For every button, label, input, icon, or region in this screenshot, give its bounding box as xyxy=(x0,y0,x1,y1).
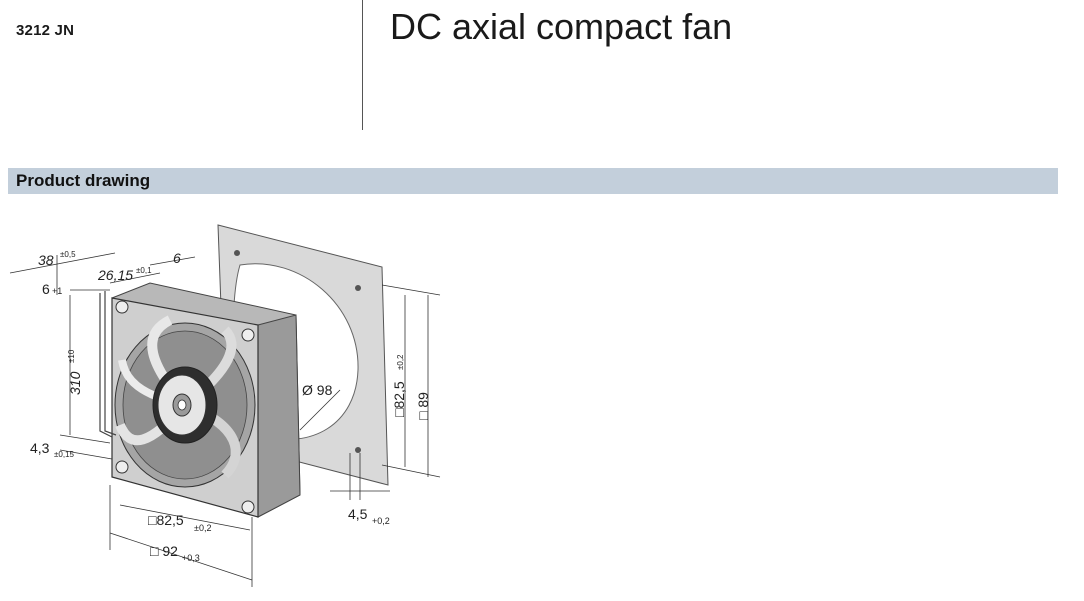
dim-panel-hole: 4,5 xyxy=(348,506,368,522)
dim-hole-spacing-tol: ±0,2 xyxy=(194,523,211,533)
model-number: 3212 JN xyxy=(16,22,75,39)
dim-lead-length: 310 xyxy=(67,371,83,395)
dim-lead-length-tol: ±10 xyxy=(67,349,76,363)
dim-panel-hole-spacing-tol: ±0,2 xyxy=(396,354,405,370)
section-header: Product drawing xyxy=(8,168,1058,194)
dim-depth-tol: ±0,5 xyxy=(60,250,76,259)
fan-housing xyxy=(111,282,301,518)
dim-hole-height: 4,3 xyxy=(30,440,50,456)
dim-hole-spacing: □82,5 xyxy=(148,512,184,528)
dim-panel-hole-tol: +0,2 xyxy=(372,516,390,526)
page-title: DC axial compact fan xyxy=(390,6,733,47)
dim-lead-offset: 6 xyxy=(42,281,50,297)
header-divider xyxy=(362,0,363,130)
dim-depth: 38 xyxy=(38,252,54,268)
dimension-lines xyxy=(9,252,441,587)
dim-body-tol: ±0,1 xyxy=(136,266,152,275)
dim-hole-height-tol: ±0,15 xyxy=(54,450,75,459)
dim-body: 26,15 xyxy=(97,267,133,283)
dim-lead-offset-tol: +1 xyxy=(52,286,62,296)
dim-width: □ 92 xyxy=(150,543,178,559)
dimension-labels: 38 ±0,5 26,15 ±0,1 6 6 +1 310 ±10 4,3 ±0… xyxy=(30,250,431,563)
dim-flange: 6 xyxy=(173,250,181,266)
dim-width-tol: +0,3 xyxy=(182,553,200,563)
section-title: Product drawing xyxy=(16,171,151,190)
dim-panel-size: □ 89 xyxy=(415,392,431,420)
lead-wires xyxy=(99,291,117,438)
product-drawing: 38 ±0,5 26,15 ±0,1 6 6 +1 310 ±10 4,3 ±0… xyxy=(9,224,441,587)
dim-cutout: Ø 98 xyxy=(302,382,333,398)
dim-panel-hole-spacing: □82,5 xyxy=(391,381,407,417)
